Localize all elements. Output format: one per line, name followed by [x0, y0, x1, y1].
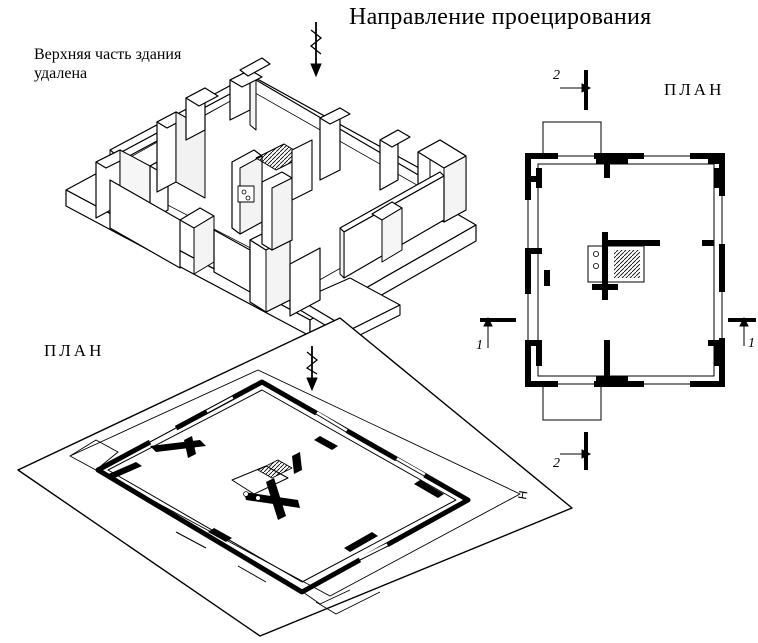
projection-arrow-top: [309, 22, 323, 78]
upper-part-removed-label: Верхняя часть здания удалена: [34, 46, 182, 82]
platform-bottom: [542, 383, 602, 421]
section-markers: [480, 70, 756, 470]
section-2-bottom-label: 2: [553, 456, 560, 471]
plan-label-right: ПЛАН: [664, 80, 725, 99]
section-1-right-label: 1: [748, 336, 755, 351]
orthographic-plan: [524, 121, 726, 421]
diagram-title: Направление проецирования: [349, 4, 652, 30]
isometric-building: [65, 57, 477, 341]
perspective-plan: [17, 317, 573, 637]
ground-sheet: [17, 317, 573, 637]
platform-top: [542, 121, 602, 157]
section-1-left-label: 1: [476, 338, 483, 353]
projection-arrow-middle: [305, 346, 319, 392]
axis-letter: Н: [515, 490, 530, 501]
wall-front-left: [109, 179, 181, 269]
plan-label-left: ПЛАН: [44, 341, 105, 360]
section-2-top-label: 2: [553, 68, 560, 83]
